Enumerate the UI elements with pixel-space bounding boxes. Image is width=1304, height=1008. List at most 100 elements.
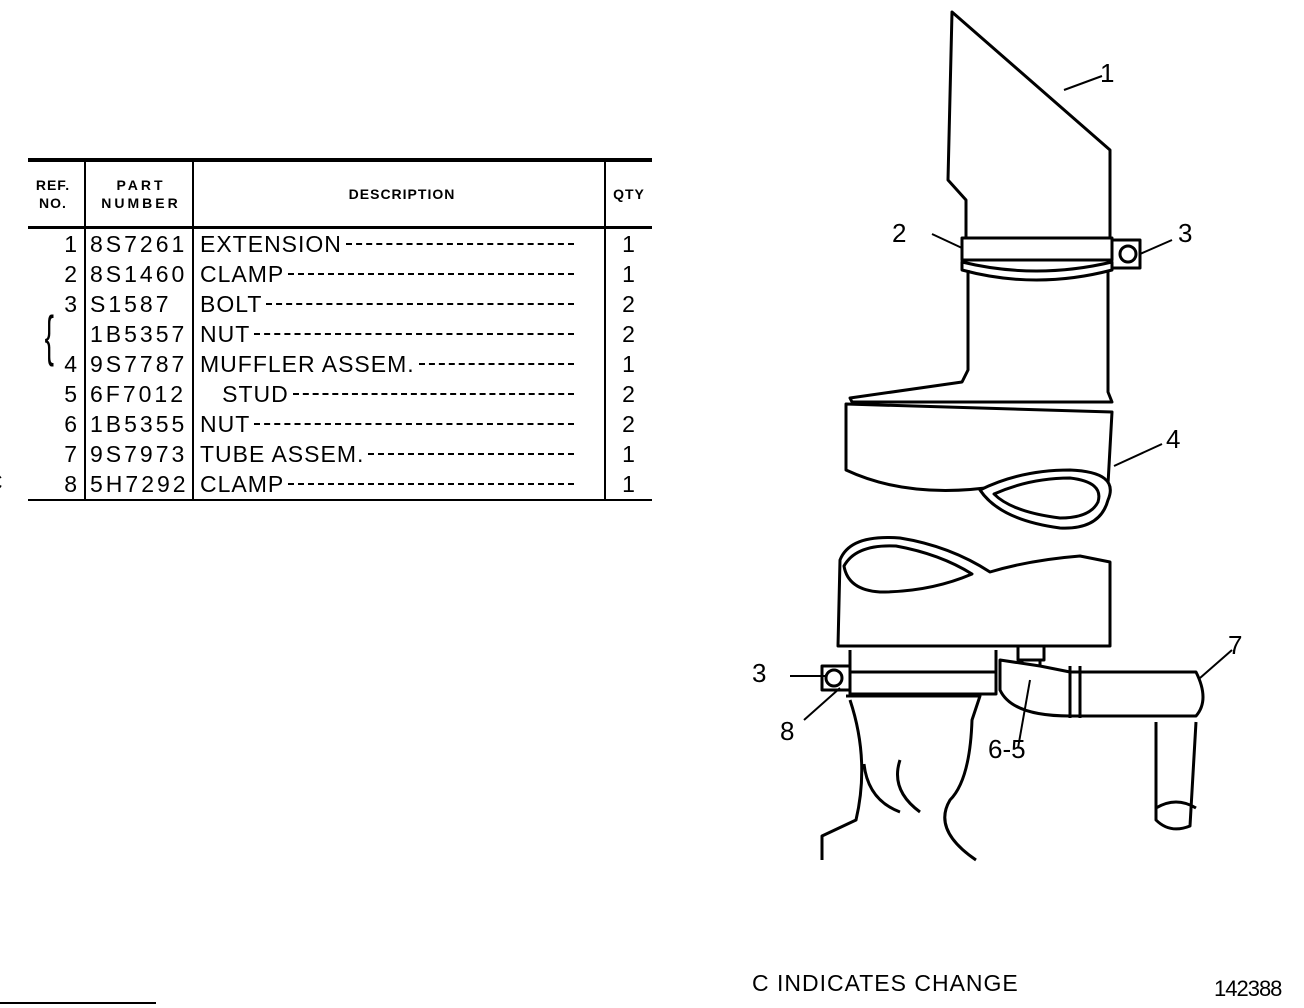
- description-cell: TUBE ASSEM.: [192, 439, 605, 469]
- description-text: BOLT: [200, 290, 263, 317]
- leader-dashes: [254, 332, 574, 335]
- description-text: MUFFLER ASSEM.: [200, 350, 415, 377]
- ref-no-cell: 7: [28, 439, 85, 469]
- qty-cell: 1: [604, 469, 652, 501]
- ref-no-cell: 6: [28, 409, 85, 439]
- callout-6-5: 6-5: [988, 734, 1026, 764]
- upper-clamp-band: [960, 236, 1114, 262]
- part-number-cell: 1B5355: [84, 409, 193, 439]
- header-part-line1: PART: [116, 176, 166, 193]
- upper-clamp-bolt-icon: [1118, 244, 1138, 264]
- part-number-cell: 9S7973: [84, 439, 193, 469]
- callout-4: 4: [1166, 424, 1180, 454]
- leader-dashes: [292, 392, 574, 395]
- ref-no: 1: [64, 230, 78, 257]
- ref-3-brace: {: [44, 304, 55, 367]
- description-text: CLAMP: [200, 260, 285, 287]
- qty-cell: 1: [604, 439, 652, 469]
- tube-assembly: [998, 658, 1205, 718]
- lower-clamp-band: [848, 670, 998, 696]
- header-ref-line2: NO.: [39, 195, 67, 211]
- ref-no: 4: [64, 350, 78, 377]
- description-text: TUBE ASSEM.: [200, 440, 365, 467]
- part-number-cell: 6F7012: [84, 379, 193, 409]
- ref-no-cell: C8: [0, 469, 85, 501]
- leader-dashes: [368, 452, 574, 455]
- leader-dashes: [418, 362, 574, 365]
- description-cell: STUD: [192, 379, 605, 409]
- change-note: C INDICATES CHANGE: [752, 970, 1019, 996]
- header-ref-no: REF. NO.: [28, 160, 85, 229]
- description-cell: MUFFLER ASSEM.: [192, 349, 605, 379]
- description-cell: EXTENSION: [192, 227, 605, 259]
- description-cell: CLAMP: [192, 259, 605, 289]
- ref-no-cell: 1: [28, 228, 85, 260]
- header-qty: QTY: [604, 160, 652, 229]
- description-text: STUD: [200, 380, 289, 407]
- qty-cell: 2: [604, 319, 652, 349]
- ref-no: 7: [64, 440, 78, 467]
- ref-no-cell: [28, 319, 85, 349]
- header-part-number: PART NUMBER: [84, 160, 193, 229]
- leader-dashes: [288, 482, 574, 485]
- header-description: DESCRIPTION: [192, 160, 605, 229]
- callout-3-bottom: 3: [752, 658, 766, 688]
- part-number-cell: 5H7292: [84, 469, 193, 501]
- figure-number: 142388: [1214, 976, 1282, 1001]
- leader-dashes: [254, 422, 574, 425]
- description-cell: NUT: [192, 409, 605, 439]
- part-number-cell: 9S7787: [84, 349, 193, 379]
- description-cell: NUT: [192, 319, 605, 349]
- callout-2: 2: [892, 218, 906, 248]
- description-text: EXTENSION: [200, 230, 342, 257]
- ref-no-cell: 5: [28, 379, 85, 409]
- ref-no: 6: [64, 410, 78, 437]
- callout-8: 8: [780, 716, 794, 746]
- description-cell: BOLT: [192, 289, 605, 319]
- description-text: NUT: [200, 410, 251, 437]
- header-ref-line1: REF.: [35, 176, 71, 193]
- ref-no-cell: 2: [28, 259, 85, 289]
- ref-no-cell: 3: [28, 289, 85, 319]
- ref-no: 5: [64, 380, 78, 407]
- callout-1: 1: [1100, 58, 1114, 88]
- callout-3-top: 3: [1178, 218, 1192, 248]
- leader-dashes: [345, 242, 574, 245]
- qty-cell: 2: [604, 379, 652, 409]
- part-number-cell: 1B5357: [84, 319, 193, 349]
- description-cell: CLAMP: [192, 469, 605, 501]
- description-text: CLAMP: [200, 470, 285, 497]
- ref-no: 2: [64, 260, 78, 287]
- qty-cell: 1: [604, 259, 652, 289]
- ref-no: 8: [64, 470, 78, 497]
- callout-7: 7: [1228, 630, 1242, 660]
- change-mark: C: [0, 469, 4, 496]
- extension-part: [946, 10, 1112, 242]
- description-text: NUT: [200, 320, 251, 347]
- table-row: 1B5357 NUT 2: [28, 319, 652, 349]
- part-number-cell: 8S7261: [84, 227, 193, 259]
- ref-no: 3: [64, 290, 78, 317]
- manifold: [820, 694, 982, 862]
- leader-dashes: [288, 272, 574, 275]
- lower-clamp-bolt-icon: [824, 668, 844, 688]
- muffler-lower-body: [836, 535, 1112, 648]
- qty-cell: 1: [604, 227, 652, 259]
- qty-cell: 1: [604, 349, 652, 379]
- ref-no-cell: 4: [28, 349, 85, 379]
- qty-cell: 2: [604, 289, 652, 319]
- leader-dashes: [266, 302, 574, 305]
- part-number-cell: 8S1460: [84, 259, 193, 289]
- exhaust-assembly-diagram: 1 2 3 4 3 8 6-5 7: [752, 10, 1242, 862]
- table-header-row: REF. NO. PART NUMBER DESCRIPTION QTY: [28, 160, 652, 229]
- header-part-line2: NUMBER: [101, 195, 181, 211]
